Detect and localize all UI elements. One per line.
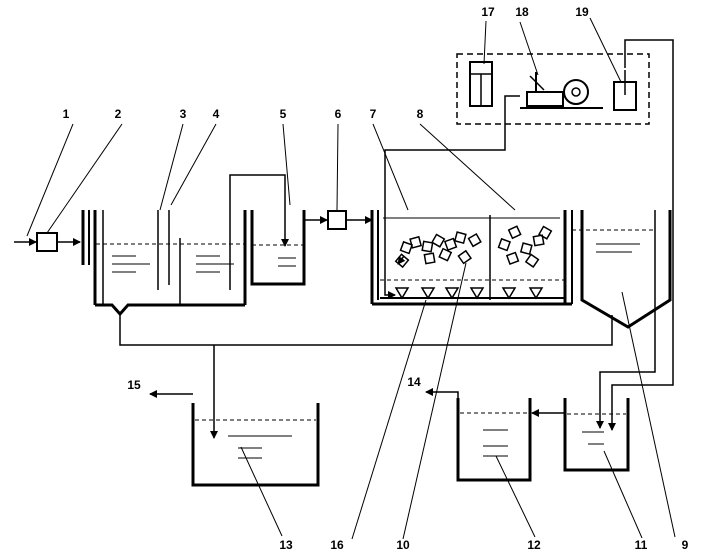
metering-box-2 — [36, 232, 58, 252]
label-19: 19 — [575, 5, 589, 19]
label-11: 11 — [635, 538, 648, 551]
primary-tank — [81, 210, 247, 317]
label-4: 4 — [213, 107, 220, 121]
label-5: 5 — [280, 107, 287, 121]
vessel-19 — [613, 70, 637, 111]
label-2: 2 — [115, 107, 122, 121]
label-7: 7 — [370, 107, 377, 121]
label-16: 16 — [330, 538, 344, 551]
tank-12 — [456, 398, 532, 482]
leader-lines — [26, 17, 676, 540]
label-6: 6 — [335, 107, 342, 121]
air-pump-18 — [520, 72, 603, 109]
pipe-to-tank-5 — [229, 174, 289, 290]
label-12: 12 — [527, 538, 541, 551]
sludge-line — [119, 314, 613, 346]
intermediate-tank-5 — [250, 210, 306, 286]
clarifier-tank-9 — [580, 210, 672, 329]
label-13: 13 — [279, 538, 293, 551]
reactor-tank — [370, 210, 655, 306]
label-3: 3 — [180, 107, 187, 121]
reagent-vessel-17 — [469, 61, 493, 107]
dosing-control-box — [456, 53, 650, 125]
label-17: 17 — [481, 5, 495, 19]
sludge-tank-13 — [191, 403, 320, 487]
aeration-diffusers — [394, 287, 544, 300]
label-15: 15 — [127, 378, 141, 392]
label-8: 8 — [417, 107, 424, 121]
label-9: 9 — [682, 538, 689, 551]
label-1: 1 — [63, 107, 70, 121]
outflow-arrow-14 — [425, 388, 459, 430]
carrier-media — [394, 225, 553, 269]
metering-box-6 — [327, 210, 347, 230]
callout-labels: 1 2 3 4 5 6 7 8 9 10 11 12 13 14 15 16 1… — [63, 5, 689, 552]
label-18: 18 — [515, 5, 529, 19]
inner-flow-arrow — [397, 255, 406, 265]
air-supply-line — [384, 95, 520, 299]
dosing-line — [608, 39, 674, 431]
label-10: 10 — [396, 538, 410, 551]
tank-11 — [563, 398, 630, 472]
clarifier-outlet-pipe — [596, 298, 656, 429]
label-14: 14 — [407, 375, 421, 389]
